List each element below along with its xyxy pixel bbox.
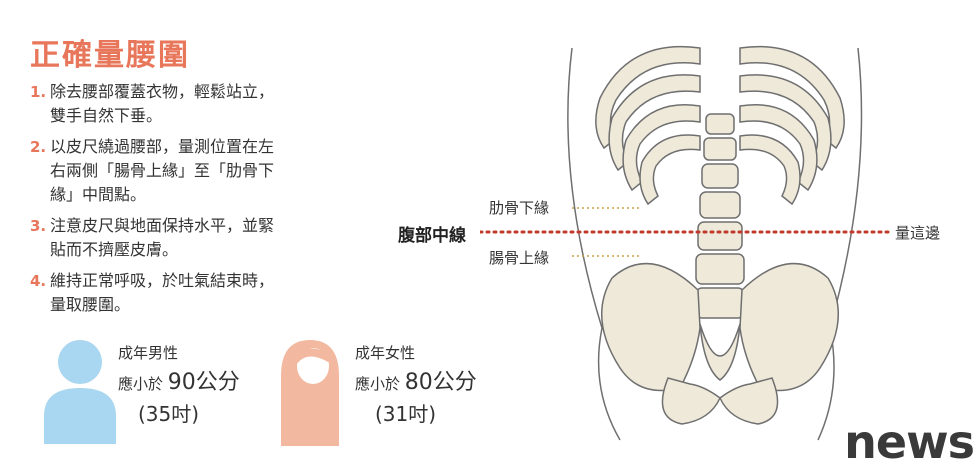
- step-4: 4. 維持正常呼吸，於吐氣結束時， 量取腰圍。: [30, 269, 350, 317]
- step-3: 3. 注意皮尺與地面保持水平，並緊 貼而不擠壓皮膚。: [30, 214, 350, 262]
- step-text: 注意皮尺與地面保持水平，並緊 貼而不擠壓皮膚。: [50, 214, 274, 262]
- female-threshold: 應小於 80公分: [355, 368, 477, 399]
- male-value: 90公分: [167, 370, 240, 395]
- hip-label: 腸骨上緣: [489, 249, 550, 267]
- step-line: 貼而不擠壓皮膚。: [50, 240, 179, 259]
- female-label: 成年女性: [355, 344, 416, 362]
- step-number: 1.: [30, 83, 47, 101]
- step-line: 以皮尺繞過腰部，量測位置在左: [50, 137, 275, 156]
- female-value: 80公分: [404, 370, 477, 395]
- step-1: 1. 除去腰部覆蓋衣物，輕鬆站立， 雙手自然下垂。: [30, 80, 350, 128]
- step-text: 除去腰部覆蓋衣物，輕鬆站立， 雙手自然下垂。: [50, 80, 274, 128]
- step-text: 維持正常呼吸，於吐氣結束時， 量取腰圍。: [50, 269, 274, 317]
- step-text: 以皮尺繞過腰部，量測位置在左 右兩側「腸骨上緣」至「肋骨下 緣」中間點。: [50, 135, 274, 207]
- rib-label: 肋骨下緣: [489, 199, 550, 217]
- step-number: 2.: [30, 138, 47, 156]
- step-number: 3.: [30, 217, 47, 235]
- step-line: 緣」中間點。: [50, 185, 147, 204]
- step-line: 注意皮尺與地面保持水平，並緊: [50, 216, 275, 235]
- female-person-icon: [281, 340, 339, 446]
- waist-label: 腹部中線: [398, 226, 466, 246]
- male-info: 成年男性 應小於 90公分 (35吋): [118, 338, 240, 429]
- step-line: 量取腰圍。: [50, 295, 131, 314]
- female-inch: (31吋): [375, 402, 437, 426]
- step-line: 右兩側「腸骨上緣」至「肋骨下: [50, 161, 275, 180]
- measurement-lines: [480, 207, 894, 257]
- male-threshold: 應小於 90公分: [118, 368, 240, 399]
- steps-list: 1. 除去腰部覆蓋衣物，輕鬆站立， 雙手自然下垂。 2. 以皮尺繞過腰部，量測位…: [30, 80, 350, 324]
- male-inch: (35吋): [138, 402, 200, 426]
- step-number: 4.: [30, 272, 47, 290]
- step-line: 雙手自然下垂。: [50, 106, 163, 125]
- measure-here-label: 量這邊: [895, 224, 941, 242]
- male-prefix: 應小於: [118, 375, 164, 393]
- male-person-icon: [44, 340, 116, 444]
- step-line: 除去腰部覆蓋衣物，輕鬆站立，: [50, 82, 275, 101]
- news-logo: news: [844, 415, 975, 469]
- female-prefix: 應小於: [355, 375, 401, 393]
- female-info: 成年女性 應小於 80公分 (31吋): [355, 338, 477, 429]
- step-2: 2. 以皮尺繞過腰部，量測位置在左 右兩側「腸骨上緣」至「肋骨下 緣」中間點。: [30, 135, 350, 207]
- step-line: 維持正常呼吸，於吐氣結束時，: [50, 271, 275, 290]
- torso-skeleton-diagram: [567, 45, 863, 441]
- male-label: 成年男性: [118, 344, 179, 362]
- page-title: 正確量腰圍: [30, 38, 190, 73]
